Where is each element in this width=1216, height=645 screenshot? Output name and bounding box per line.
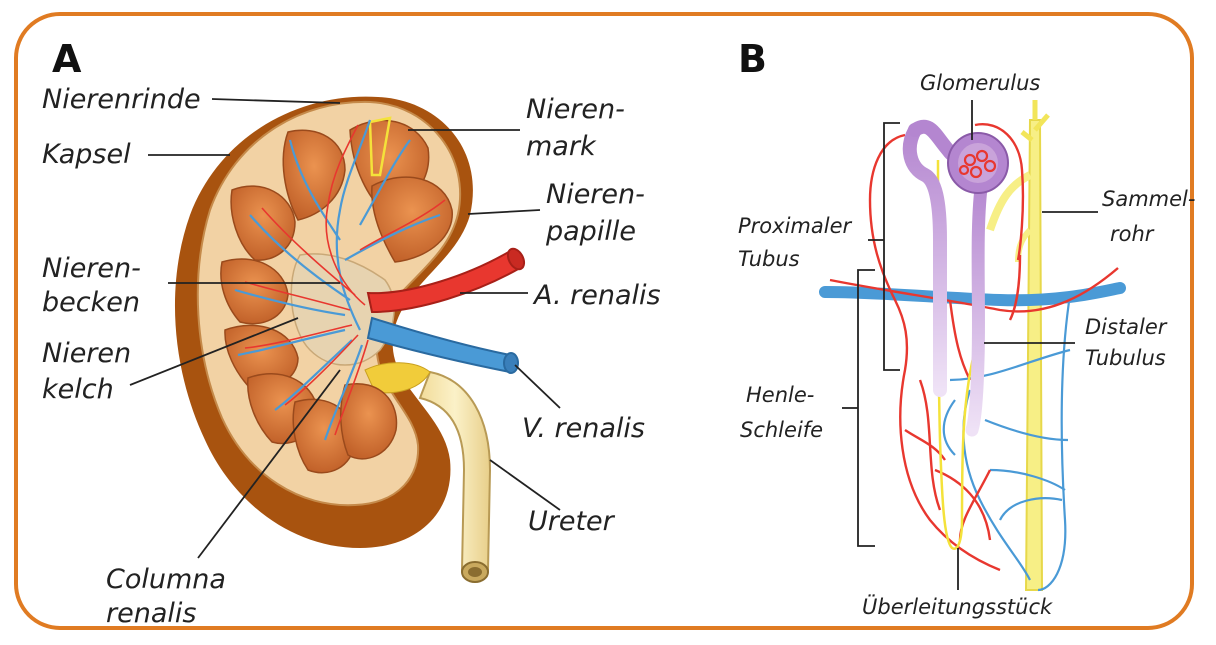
label-henle-1: Henle-: [746, 383, 814, 407]
label-nierenpapille-1: Nieren-: [546, 179, 645, 210]
panel-b-letter: B: [738, 37, 767, 81]
label-columna-1: Columna: [106, 564, 226, 595]
label-henle-2: Schleife: [740, 418, 823, 442]
label-nierenbecken-1: Nieren-: [42, 253, 141, 284]
label-glomerulus: Glomerulus: [920, 71, 1040, 95]
label-nierenkelch-2: kelch: [42, 374, 114, 405]
label-kapsel: Kapsel: [42, 139, 131, 170]
proximal-tubule: [910, 130, 940, 390]
label-distaler-1: Distaler: [1085, 315, 1168, 339]
collecting-duct: [1026, 120, 1042, 590]
label-ueberleitungsstueck: Überleitungsstück: [862, 594, 1053, 619]
label-nierenmark-1: Nieren-: [526, 94, 625, 125]
label-v-renalis: V. renalis: [522, 413, 645, 444]
label-nierenpapille-2: papille: [545, 216, 636, 247]
panel-a-letter: A: [52, 37, 82, 81]
label-nierenmark-2: mark: [526, 131, 597, 162]
label-columna-2: renalis: [106, 598, 196, 629]
label-nierenkelch-1: Nieren: [42, 338, 131, 369]
label-proximaler-1: Proximaler: [738, 214, 852, 238]
label-sammel-2: rohr: [1110, 222, 1155, 246]
nephron-illustration: [825, 100, 1120, 590]
distal-tubule: [972, 180, 982, 430]
label-ureter: Ureter: [528, 506, 616, 537]
kidney-illustration: [175, 97, 527, 582]
label-sammel-1: Sammel-: [1102, 187, 1195, 211]
label-nierenbecken-2: becken: [42, 287, 140, 318]
label-proximaler-2: Tubus: [738, 247, 800, 271]
label-distaler-2: Tubulus: [1085, 346, 1166, 370]
label-nierenrinde: Nierenrinde: [42, 84, 201, 115]
label-a-renalis: A. renalis: [532, 280, 661, 311]
